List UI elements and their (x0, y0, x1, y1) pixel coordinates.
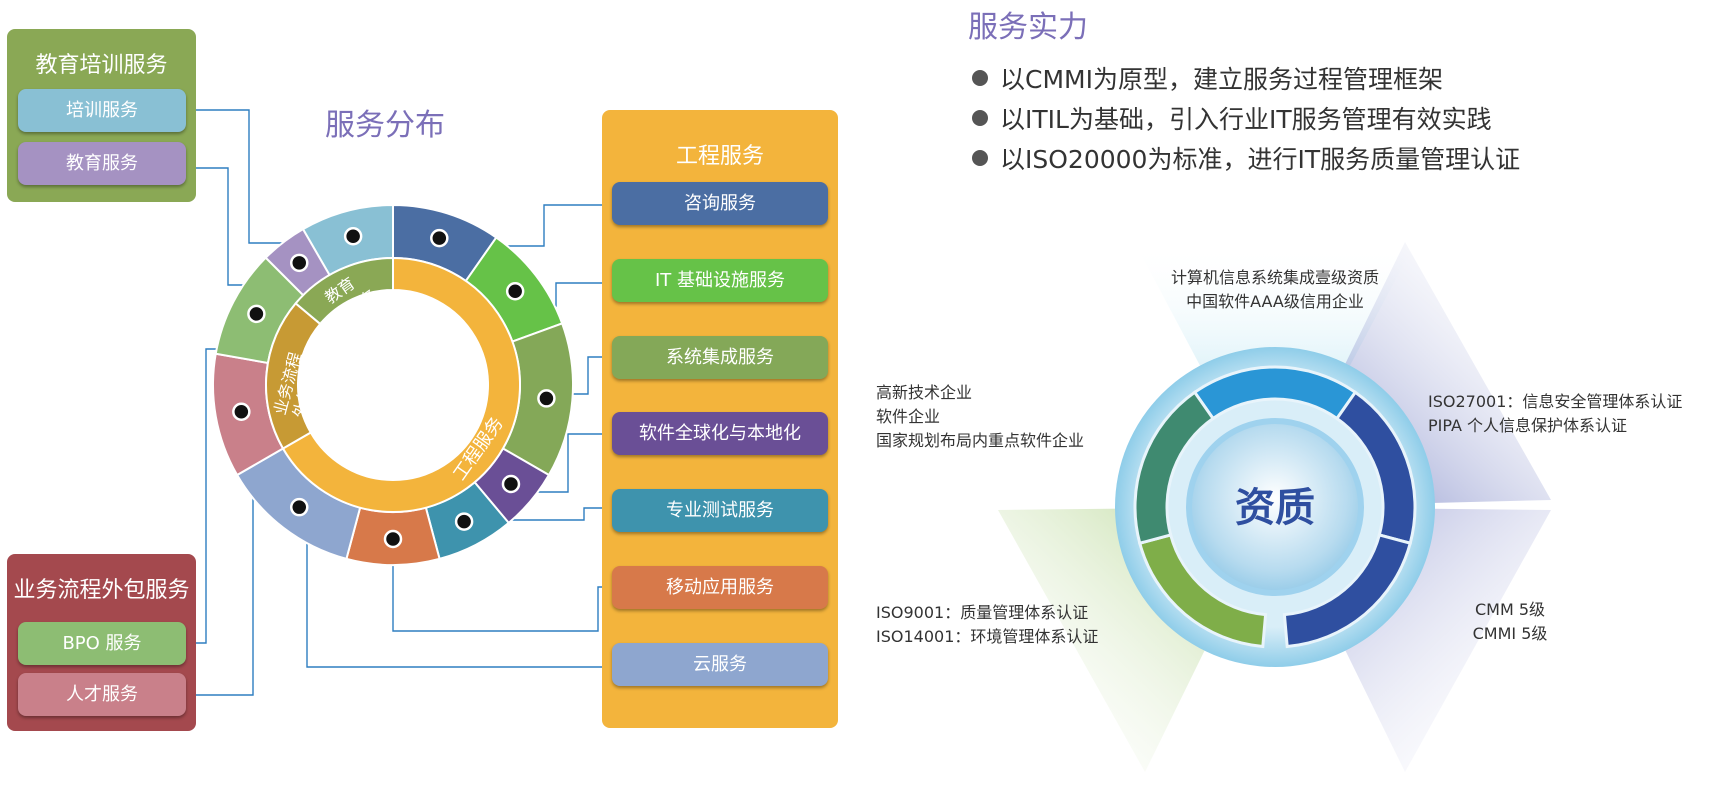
mobile-app-service-button[interactable]: 移动应用服务 (612, 566, 828, 609)
cert-top: 计算机信息系统集成壹级资质 中国软件AAA级信用企业 (1150, 266, 1400, 314)
training-service-button[interactable]: 培训服务 (18, 89, 186, 132)
cert-upper-right: ISO27001：信息安全管理体系认证 PIPA 个人信息保护体系认证 (1428, 390, 1711, 438)
qualification-segment-upper-left (1133, 390, 1216, 546)
ring-dot-icon (290, 253, 309, 273)
cert-lower-left: ISO9001：质量管理体系认证 ISO14001：环境管理体系认证 (876, 601, 1126, 649)
cert-upper-left: 高新技术企业 软件企业 国家规划布局内重点软件企业 (876, 381, 1136, 453)
consulting-service-button[interactable]: 咨询服务 (612, 182, 828, 225)
cert-top-line-2: 中国软件AAA级信用企业 (1186, 292, 1364, 311)
education-service-button[interactable]: 教育服务 (18, 142, 186, 185)
cert-upper-left-line-3: 国家规划布局内重点软件企业 (876, 431, 1085, 450)
ring-dot-icon (454, 512, 474, 531)
cloud-service-button[interactable]: 云服务 (612, 643, 828, 686)
qualification-hub (1186, 418, 1364, 596)
qualification-segment-lower-right (1282, 533, 1413, 649)
cert-lower-left-line-1: ISO9001：质量管理体系认证 (876, 603, 1089, 622)
ring-dot-icon (343, 226, 363, 246)
cert-lower-right: CMM 5级 CMMI 5级 (1455, 598, 1565, 646)
qualification-ring-segments (1133, 365, 1417, 649)
cert-lower-right-line-1: CMM 5级 (1474, 600, 1546, 619)
testing-service-button[interactable]: 专业测试服务 (612, 489, 828, 532)
strength-title: 服务实力 (968, 10, 1088, 45)
it-infrastructure-service-button[interactable]: IT 基础设施服务 (612, 259, 828, 302)
cert-upper-left-line-2: 软件企业 (876, 407, 941, 426)
ring-dot-icon (505, 282, 525, 301)
talent-service-button[interactable]: 人才服务 (18, 673, 186, 716)
connector-testing (459, 507, 612, 521)
qualification-center-label: 资质 (1235, 485, 1315, 531)
strength-point-3: 以ISO20000为标准，进行IT服务质量管理认证 (972, 140, 1520, 176)
education-panel-title: 教育培训服务 (35, 53, 168, 78)
bullet-dot-icon (972, 150, 988, 166)
ring-dot-icon (290, 497, 309, 517)
bullet-dot-icon (972, 70, 988, 86)
ring-dot-icon (232, 402, 251, 421)
software-globalization-button[interactable]: 软件全球化与本地化 (612, 412, 828, 455)
ring-dot-icon (537, 389, 556, 408)
bpo-panel-title: 业务流程外包服务 (13, 578, 190, 603)
ring-dot-icon (247, 304, 266, 324)
distribution-title: 服务分布 (325, 108, 445, 143)
ring-dot-icon (383, 529, 403, 549)
cert-lower-left-line-2: ISO14001：环境管理体系认证 (876, 627, 1099, 646)
ring-dot-icon (501, 474, 521, 494)
bullet-dot-icon (972, 110, 988, 126)
strength-point-2: 以ITIL为基础，引入行业IT服务管理有效实践 (972, 100, 1492, 136)
cert-upper-left-line-1: 高新技术企业 (876, 383, 973, 402)
strength-point-1: 以CMMI为原型，建立服务过程管理框架 (972, 60, 1443, 96)
cert-top-line-1: 计算机信息系统集成壹级资质 (1170, 268, 1379, 287)
cert-upper-right-line-2: PIPA 个人信息保护体系认证 (1428, 416, 1628, 435)
ring-dots (232, 226, 556, 549)
cert-lower-right-line-2: CMMI 5级 (1472, 624, 1548, 643)
system-integration-service-button[interactable]: 系统集成服务 (612, 336, 828, 379)
ring-dot-icon (430, 228, 449, 248)
ring-inner-education (294, 256, 394, 326)
engineering-panel-title: 工程服务 (675, 144, 764, 169)
bpo-service-button[interactable]: BPO 服务 (18, 622, 186, 665)
cert-upper-right-line-1: ISO27001：信息安全管理体系认证 (1428, 392, 1683, 411)
connector-talent (186, 441, 254, 696)
ring-inner-segments (265, 256, 521, 513)
ring-inner-engineering (281, 256, 521, 513)
